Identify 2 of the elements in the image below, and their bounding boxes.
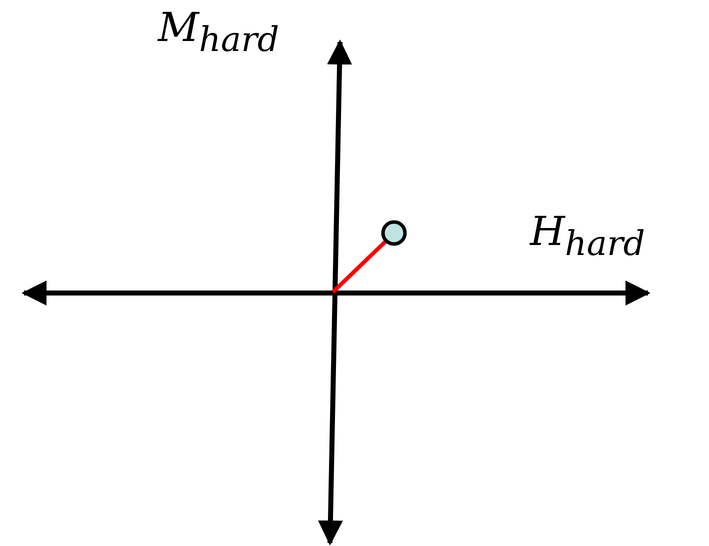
axis-label: M$_{hard}$	[158, 8, 280, 58]
axis-label: H$_{hard}$	[530, 212, 646, 262]
